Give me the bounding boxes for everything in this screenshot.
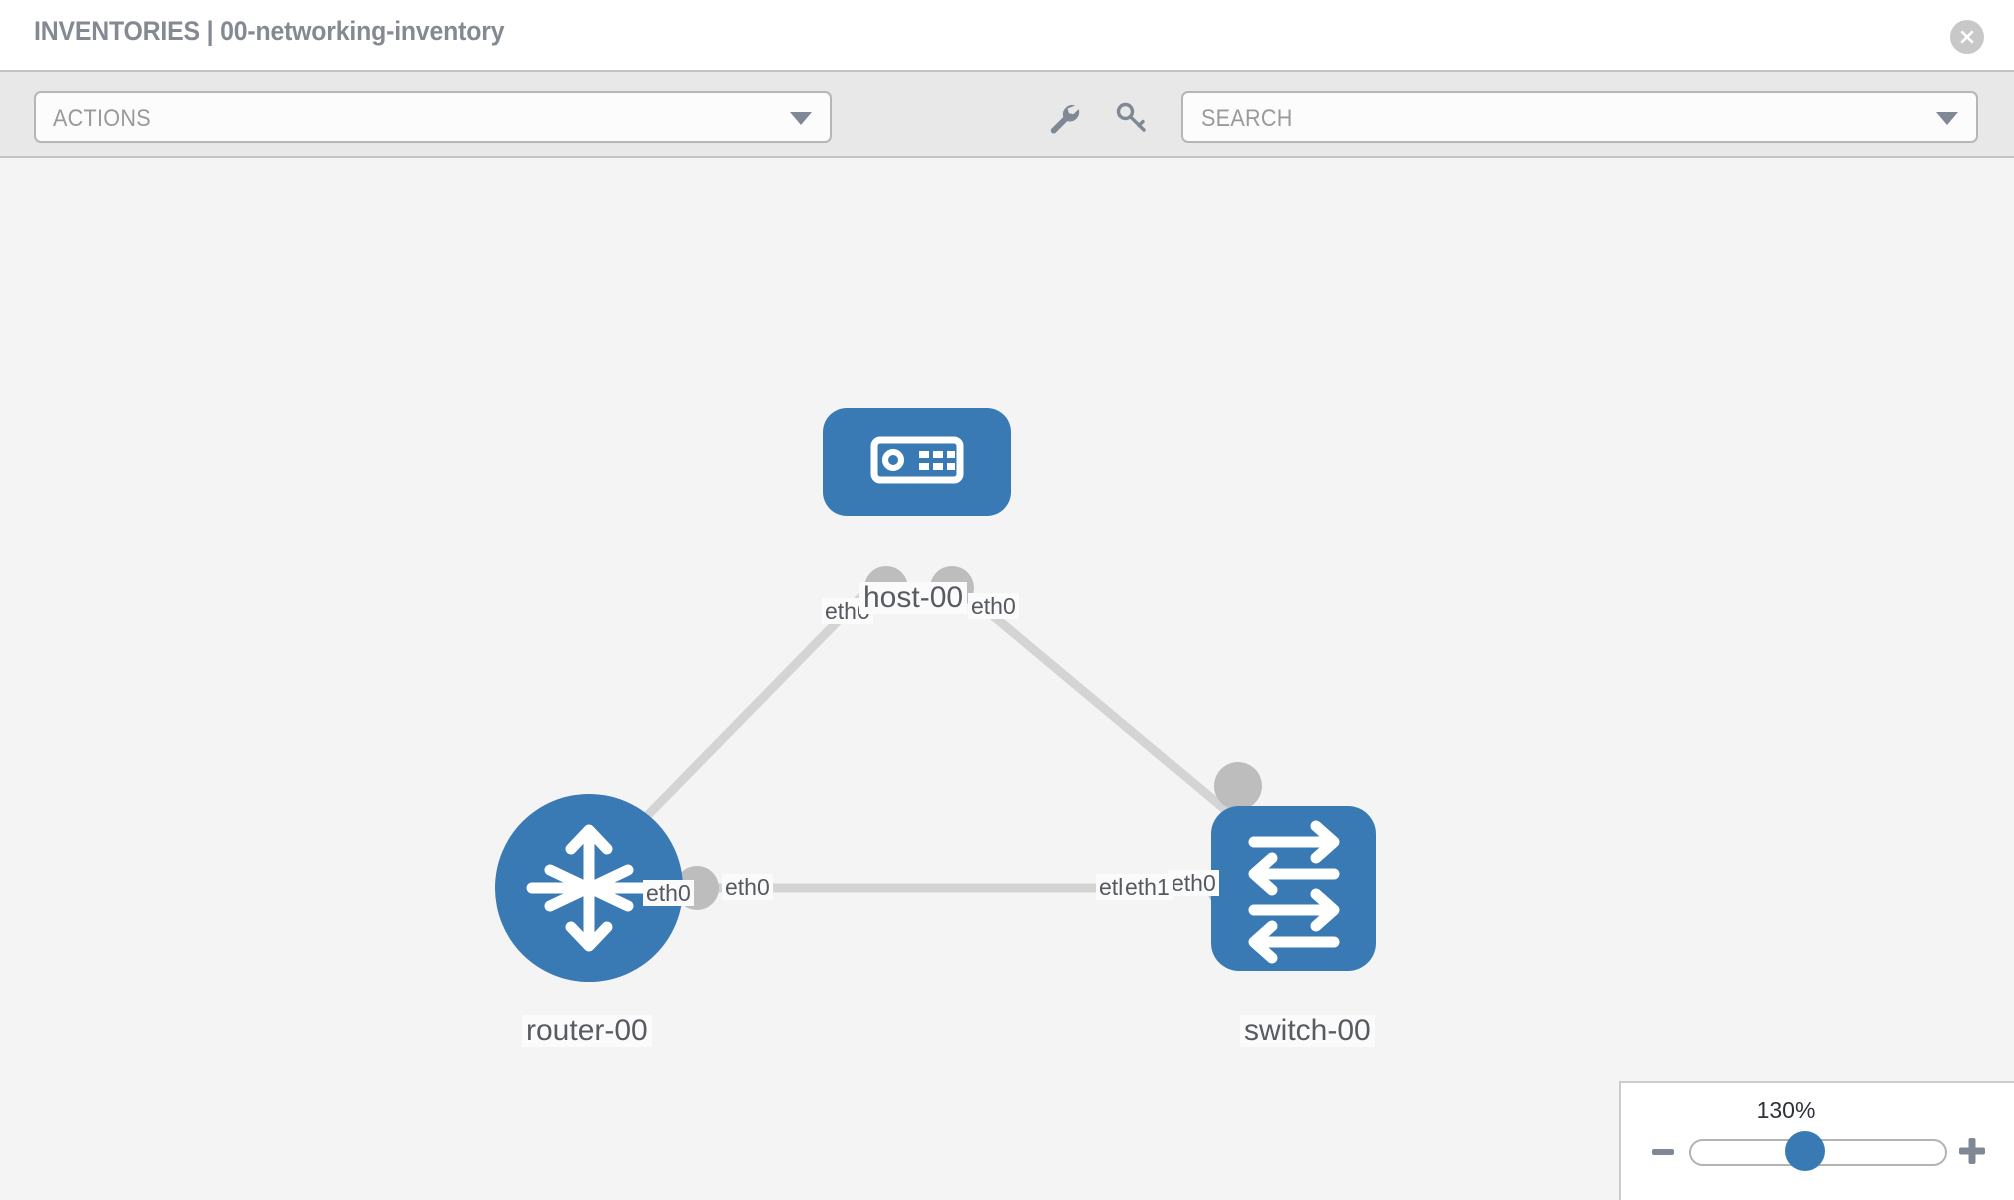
edge-label-eth0: eth0 bbox=[1168, 870, 1219, 897]
chevron-down-icon bbox=[790, 112, 812, 125]
topology-edges bbox=[596, 574, 1286, 893]
zoom-out-button[interactable] bbox=[1646, 1135, 1680, 1169]
page-header: INVENTORIES | 00-networking-inventory bbox=[0, 0, 2014, 70]
switch-arrows-icon bbox=[1248, 820, 1340, 964]
server-appliance-icon bbox=[870, 436, 964, 484]
topology-graph bbox=[495, 408, 1376, 982]
zoom-control-panel: 130% bbox=[1619, 1081, 2014, 1200]
minus-icon bbox=[1652, 1149, 1674, 1155]
edge-label-eth0: eth0 bbox=[722, 874, 773, 901]
actions-dropdown-label: ACTIONS bbox=[53, 105, 151, 132]
node-label-host-00: host-00 bbox=[859, 581, 968, 615]
plus-icon bbox=[1959, 1138, 1985, 1164]
chevron-down-icon[interactable] bbox=[1936, 112, 1958, 125]
edge-label-eth0: eth0 bbox=[643, 880, 694, 907]
page-title: INVENTORIES | 00-networking-inventory bbox=[34, 16, 505, 46]
node-label-switch-00: switch-00 bbox=[1240, 1014, 1375, 1048]
router-arrows-icon bbox=[526, 824, 652, 952]
zoom-in-button[interactable] bbox=[1952, 1131, 1992, 1171]
key-icon[interactable] bbox=[1108, 94, 1154, 140]
wrench-icon[interactable] bbox=[1040, 94, 1086, 140]
search-input[interactable]: SEARCH bbox=[1181, 91, 1978, 143]
edge-label-eth1: eth1 bbox=[1122, 874, 1173, 901]
node-label-router-00: router-00 bbox=[522, 1014, 652, 1048]
node-switch-00[interactable] bbox=[1211, 806, 1376, 971]
search-placeholder: SEARCH bbox=[1201, 105, 1293, 132]
zoom-percent-label: 130% bbox=[1756, 1097, 1816, 1123]
topology-canvas[interactable]: eth0 eth0 eth0 eth0 eth0 eth0 eth1 host-… bbox=[0, 158, 2014, 1200]
close-icon[interactable] bbox=[1950, 20, 1984, 54]
toolbar: ACTIONS SEARCH bbox=[0, 70, 2014, 158]
actions-dropdown[interactable]: ACTIONS bbox=[34, 91, 832, 143]
zoom-slider-thumb[interactable] bbox=[1785, 1131, 1825, 1171]
edge-label-eth0: eth0 bbox=[968, 593, 1019, 620]
node-host-00[interactable] bbox=[823, 408, 1011, 516]
connector-nub bbox=[1214, 762, 1262, 810]
node-router-00[interactable] bbox=[495, 794, 683, 982]
